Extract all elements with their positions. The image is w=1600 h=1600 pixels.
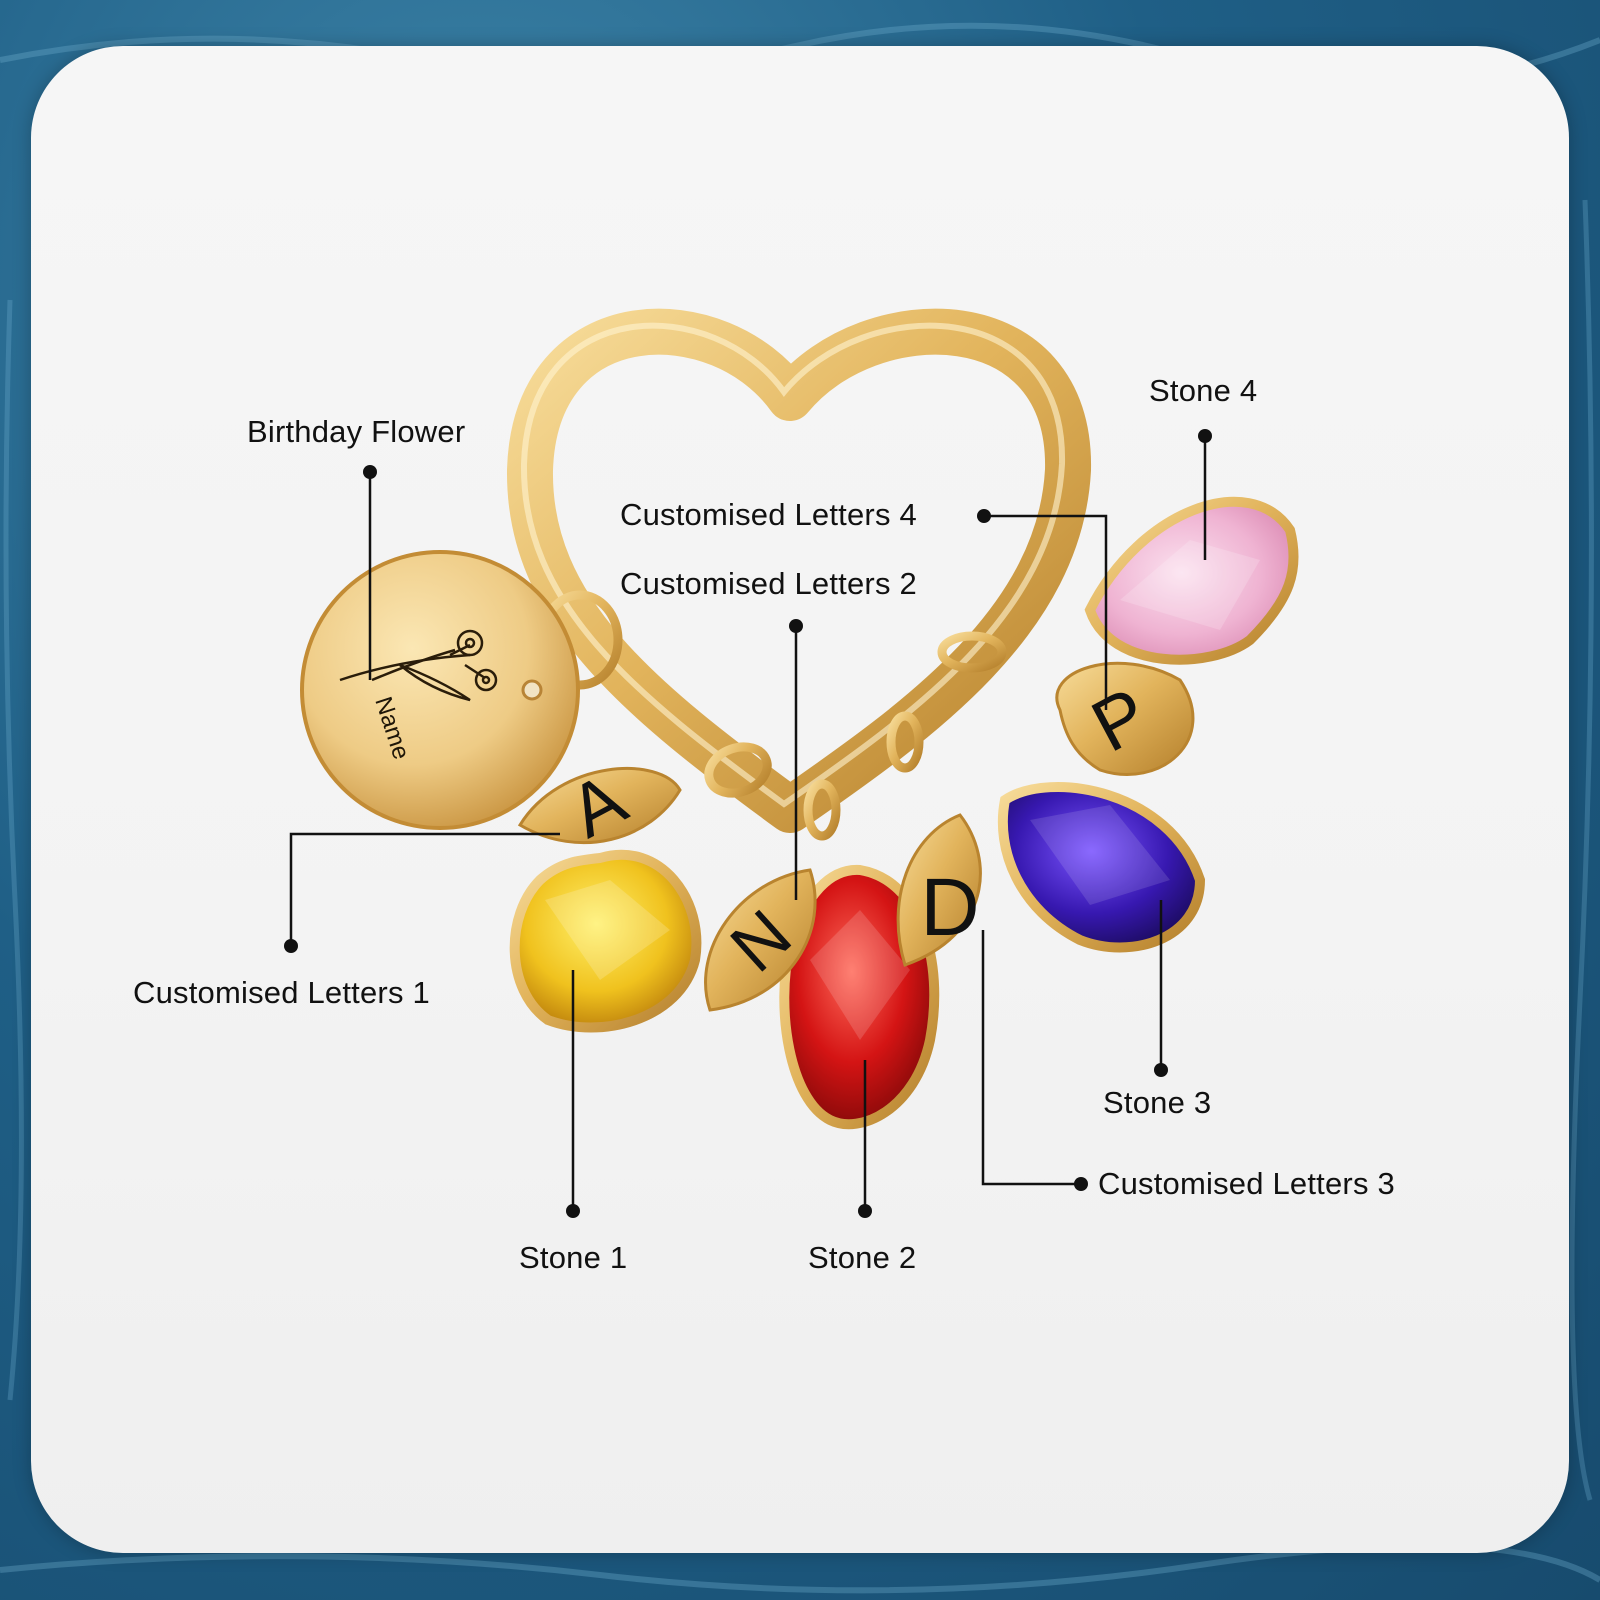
stone-1-charm — [509, 849, 702, 1033]
heart-key-ring — [506, 308, 1092, 833]
letter-charm-p: P — [1055, 661, 1195, 776]
callout-lines — [289, 436, 1207, 1211]
callout-birthday-flower: Birthday Flower — [247, 414, 466, 449]
stone-4-charm — [1084, 496, 1299, 665]
jump-rings — [537, 590, 1007, 841]
callout-stone-2: Stone 2 — [808, 1240, 917, 1275]
stone-3-charm — [997, 782, 1206, 953]
birthday-flower-tag: Name — [300, 550, 580, 830]
letter-charm-a: A — [517, 757, 682, 853]
callout-stone-1: Stone 1 — [519, 1240, 628, 1275]
callout-dots — [284, 429, 1212, 1218]
callout-customised-letters-3: Customised Letters 3 — [1098, 1166, 1395, 1201]
letter-charm-d: D — [896, 813, 982, 967]
callout-customised-letters-4: Customised Letters 4 — [620, 497, 917, 532]
callout-customised-letters-1: Customised Letters 1 — [133, 975, 430, 1010]
letter-3-text: D — [920, 862, 979, 953]
flower-engraving-icon — [339, 629, 498, 702]
callout-stone-3: Stone 3 — [1103, 1085, 1212, 1120]
callout-customised-letters-2: Customised Letters 2 — [620, 566, 917, 601]
callout-stone-4: Stone 4 — [1149, 373, 1258, 408]
